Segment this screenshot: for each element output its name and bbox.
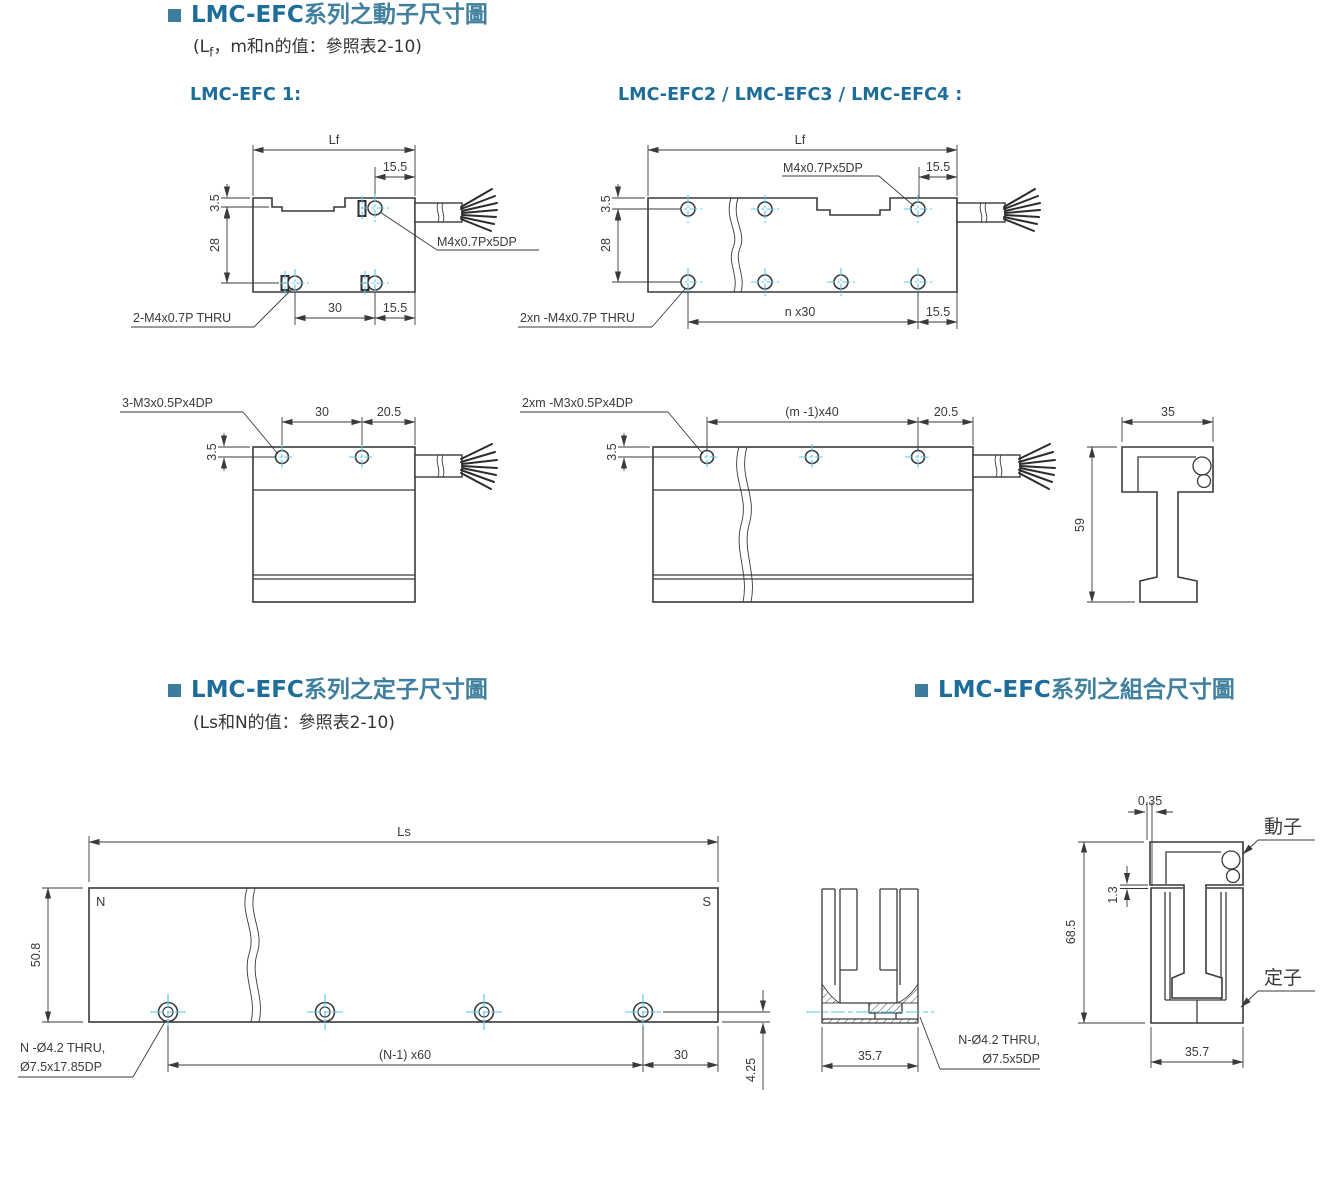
pole-label-s: S — [702, 894, 711, 909]
section-header-stator: LMC-EFC系列之定子尺寸圖 — [168, 677, 488, 703]
dim-30-bottom: 30 — [328, 301, 342, 315]
stator-section-title: LMC-EFC系列之定子尺寸圖 — [191, 677, 488, 703]
assembly-title-brand: LMC-EFC — [938, 677, 1051, 703]
label-thru-hole: 2-M4x0.7P THRU — [133, 311, 231, 325]
pole-label-n: N — [96, 894, 105, 909]
drawing-efc234-side-view: (m -1)x40 20.5 3.5 2xm -M3x0.5Px4DP — [520, 396, 1056, 603]
label-mover: 動子 — [1264, 816, 1302, 838]
stator-inner-lines — [1164, 892, 1227, 1023]
square-bullet-icon — [168, 9, 181, 22]
mover-subtitle-pre: (L — [193, 37, 210, 57]
dim-20-5: 20.5 — [934, 405, 958, 419]
label-tap-hole: 2xm -M3x0.5Px4DP — [522, 396, 633, 410]
square-bullet-icon — [168, 684, 181, 697]
dim-59: 59 — [1073, 518, 1087, 532]
label-hole-1: N-Ø4.2 THRU, — [958, 1033, 1040, 1047]
label-tap-hole: 3-M3x0.5Px4DP — [122, 396, 213, 410]
drawing-assembly-cross-section: 0.35 1.3 68.5 35.7 動子 定子 — [1064, 794, 1315, 1068]
assembly-title-rest: 系列之組合尺寸圖 — [1050, 677, 1235, 703]
cable-wires — [1018, 443, 1056, 490]
dim-3-5: 3.5 — [208, 194, 222, 211]
section-header-mover: LMC-EFC系列之動子尺寸圖 — [168, 2, 488, 28]
dim-30: 30 — [674, 1048, 688, 1062]
square-bullet-icon — [915, 684, 928, 697]
dim-nx30: n x30 — [785, 305, 816, 319]
cable-wires — [1003, 188, 1041, 232]
dim-m1x40: (m -1)x40 — [785, 405, 839, 419]
dim-30: 30 — [315, 405, 329, 419]
mover-section-subtitle: (Lf，m和n的值：參照表2-10) — [193, 32, 422, 59]
dim-4-25: 4.25 — [744, 1058, 758, 1082]
label-tap-hole: M4x0.7Px5DP — [783, 161, 863, 175]
drawing-efc1-side-view: 30 20.5 3.5 3-M3x0.5Px4DP — [120, 396, 498, 603]
dim-lf: Lf — [795, 132, 806, 147]
dim-28: 28 — [208, 238, 222, 252]
label-thru-hole: 2xn -M4x0.7P THRU — [520, 311, 635, 325]
mover-title-brand: LMC-EFC — [191, 2, 304, 28]
label-stator: 定子 — [1264, 967, 1302, 989]
dim-15-5-bottom: 15.5 — [926, 305, 950, 319]
stator-section-subtitle: (Ls和N的值：參照表2-10) — [193, 713, 395, 733]
dim-3-5: 3.5 — [205, 443, 219, 460]
assembly-section-title: LMC-EFC系列之組合尺寸圖 — [938, 677, 1235, 703]
dim-ls: Ls — [397, 824, 411, 839]
dim-15-5-top: 15.5 — [926, 160, 950, 174]
mover-subtitle-post: ，m和n的值：參照表2-10) — [213, 37, 422, 57]
dim-68-5: 68.5 — [1064, 920, 1078, 944]
dim-35-7: 35.7 — [858, 1049, 882, 1063]
section-header-assembly: LMC-EFC系列之組合尺寸圖 — [915, 677, 1235, 703]
dim-0-35: 0.35 — [1138, 794, 1162, 808]
stator-section-outline — [821, 888, 919, 1024]
label-counterbore-2: Ø7.5x17.85DP — [20, 1060, 102, 1074]
drawing-stator-top-view: N S Ls 50.8 (N-1) x6 — [18, 824, 770, 1090]
mount-holes — [674, 195, 932, 296]
stator-title-rest: 系列之定子尺寸圖 — [303, 677, 488, 703]
label-hole-2: Ø7.5x5DP — [982, 1052, 1040, 1066]
dim-n1x60: (N-1) x60 — [379, 1048, 431, 1062]
dim-15-5-top: 15.5 — [383, 160, 407, 174]
dim-3-5: 3.5 — [605, 443, 619, 460]
drawing-stator-cross-section: 35.7 N-Ø4.2 THRU, Ø7.5x5DP — [806, 888, 1040, 1072]
drawing-efc234-top-view: Lf M4x0.7Px5DP 15.5 3.5 28 n x30 15.5 2 — [518, 132, 1041, 329]
variant-label-efc234: LMC-EFC2 / LMC-EFC3 / LMC-EFC4 : — [618, 85, 963, 105]
dim-50-8: 50.8 — [29, 943, 43, 967]
dim-20-5: 20.5 — [377, 405, 401, 419]
dim-28: 28 — [599, 238, 613, 252]
cable-wires — [460, 188, 498, 232]
dim-3-5: 3.5 — [599, 195, 613, 212]
mover-section-title: LMC-EFC系列之動子尺寸圖 — [191, 2, 488, 28]
dim-15-5-bottom: 15.5 — [383, 301, 407, 315]
dim-1-3: 1.3 — [1106, 886, 1120, 903]
drawing-mover-cross-section: 35 59 — [1073, 405, 1214, 603]
cable-wires — [460, 443, 498, 490]
dim-lf: Lf — [329, 132, 340, 147]
dim-35-7: 35.7 — [1185, 1045, 1209, 1059]
variant-label-efc1: LMC-EFC 1: — [190, 85, 302, 105]
mover-subtitle-sub: f — [209, 45, 214, 60]
dim-35: 35 — [1161, 405, 1175, 419]
stator-title-brand: LMC-EFC — [191, 677, 304, 703]
drawing-efc1-top-view: Lf 15.5 3.5 28 30 15.5 M4x0.7Px5DP 2-M4 — [131, 132, 539, 328]
label-counterbore-1: N -Ø4.2 THRU, — [20, 1041, 105, 1055]
counterbore-holes — [150, 994, 661, 1030]
mover-title-rest: 系列之動子尺寸圖 — [303, 2, 488, 28]
label-tap-hole: M4x0.7Px5DP — [437, 235, 517, 249]
